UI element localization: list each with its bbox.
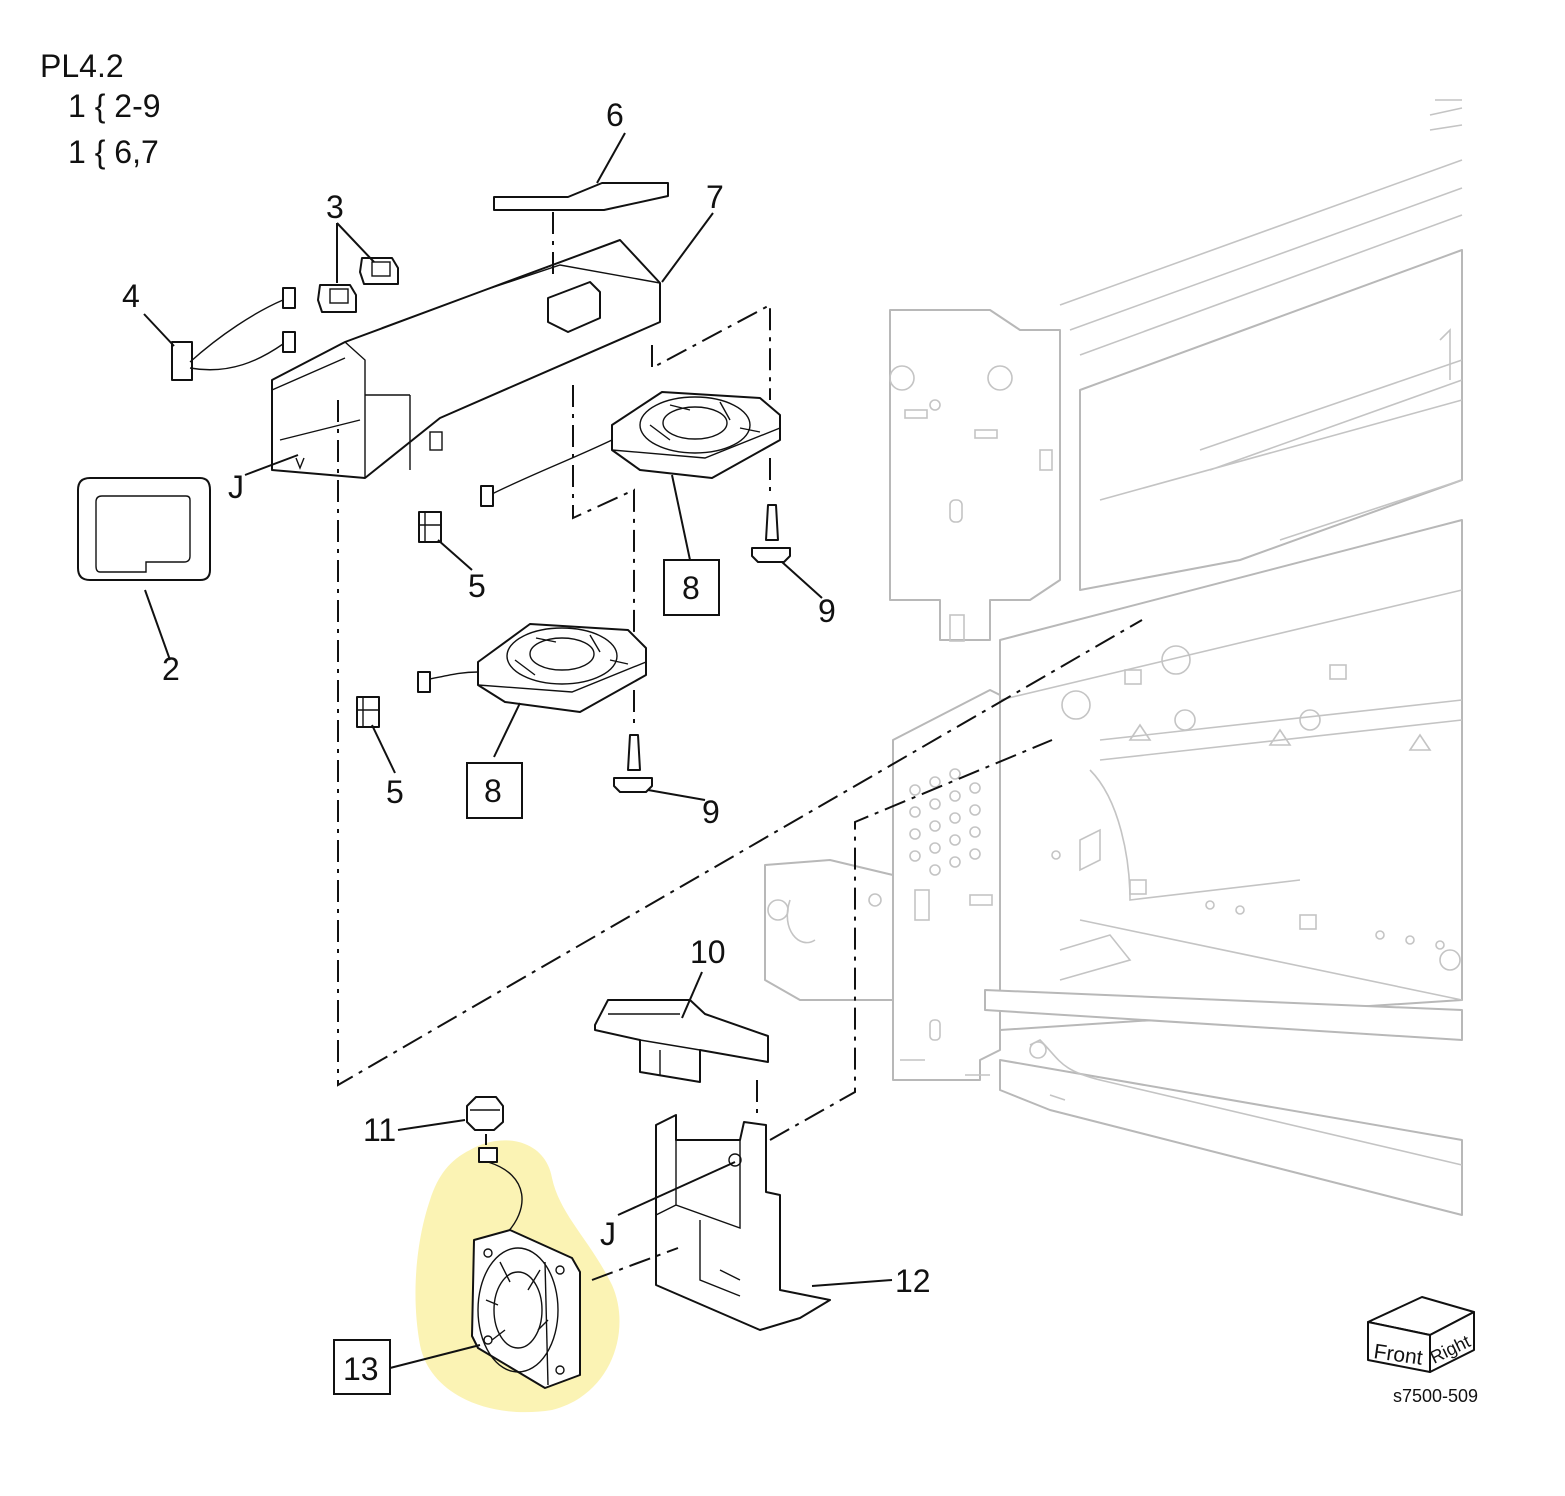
callout-8-upper: 8 (682, 570, 700, 606)
plate-number: PL4.2 (40, 48, 124, 84)
callout-box-8-upper (663, 559, 720, 616)
callout-13: 13 (343, 1351, 379, 1387)
part-10-bracket (594, 999, 769, 1083)
leader-lines (143, 132, 893, 1369)
part-13-fan (471, 1147, 581, 1389)
callout-J-lower: J (600, 1216, 616, 1252)
callout-7: 7 (706, 179, 724, 215)
callout-2: 2 (162, 651, 180, 687)
callout-3: 3 (326, 189, 344, 225)
callout-box-8-lower (466, 762, 523, 819)
callout-10: 10 (690, 934, 726, 970)
callout-5-lower: 5 (386, 774, 404, 810)
vent-holes (909, 768, 981, 876)
part-9-screws (613, 504, 791, 793)
callout-9-upper: 9 (818, 593, 836, 629)
part-3-sensors (317, 257, 399, 313)
part-4-harness (171, 287, 296, 381)
part-11-ferrite (466, 1096, 504, 1131)
callout-5-upper: 5 (468, 568, 486, 604)
callout-11: 11 (363, 1112, 396, 1148)
orientation-cube: Front Right (1367, 1296, 1475, 1373)
callout-box-13 (333, 1339, 391, 1395)
assembly-group-2: 1 { 6,7 (68, 134, 159, 170)
callout-8-lower: 8 (484, 773, 502, 809)
part-8-fan-lower (477, 623, 647, 713)
printer-frame (764, 99, 1463, 1216)
part-2-gasket (77, 477, 211, 581)
callout-9-lower: 9 (702, 794, 720, 830)
part-6-strip (493, 182, 669, 211)
part-7-duct (271, 239, 661, 479)
part-12-fan-bracket (655, 1114, 831, 1331)
callout-J-upper: J (228, 469, 244, 505)
callout-4: 4 (122, 278, 140, 314)
part-5-connectors (356, 439, 613, 728)
callout-12: 12 (895, 1263, 931, 1299)
figure-id: s7500-509 (1393, 1386, 1478, 1406)
part-8-fan-upper (611, 391, 781, 479)
assembly-lines (337, 212, 1143, 1281)
callout-6: 6 (606, 97, 624, 133)
assembly-group-1: 1 { 2-9 (68, 88, 161, 124)
